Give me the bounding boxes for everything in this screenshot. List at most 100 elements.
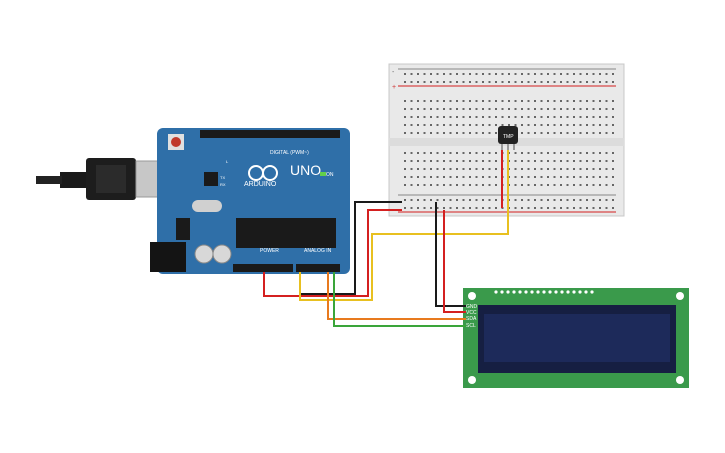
breadboard-hole[interactable] (612, 152, 614, 154)
breadboard-hole[interactable] (430, 108, 432, 110)
breadboard-hole[interactable] (456, 176, 458, 178)
breadboard-hole[interactable] (579, 168, 582, 170)
breadboard-hole[interactable] (612, 168, 614, 170)
breadboard-hole[interactable] (560, 199, 562, 201)
breadboard-hole[interactable] (443, 132, 445, 134)
breadboard-hole[interactable] (566, 184, 569, 186)
breadboard-hole[interactable] (566, 81, 569, 83)
breadboard-hole[interactable] (443, 124, 445, 126)
breadboard-hole[interactable] (534, 100, 536, 102)
breadboard-hole[interactable] (488, 132, 491, 134)
breadboard-hole[interactable] (592, 116, 595, 118)
breadboard-hole[interactable] (475, 199, 478, 201)
breadboard-hole[interactable] (501, 100, 504, 102)
breadboard-hole[interactable] (482, 100, 484, 102)
breadboard-hole[interactable] (482, 132, 484, 134)
breadboard-hole[interactable] (404, 152, 406, 154)
breadboard-hole[interactable] (475, 100, 478, 102)
breadboard-hole[interactable] (599, 207, 601, 209)
breadboard-hole[interactable] (462, 199, 465, 201)
breadboard-hole[interactable] (417, 176, 419, 178)
breadboard-hole[interactable] (592, 152, 595, 154)
breadboard-hole[interactable] (553, 124, 556, 126)
breadboard-hole[interactable] (501, 81, 504, 83)
breadboard-hole[interactable] (404, 81, 406, 83)
breadboard-hole[interactable] (482, 108, 484, 110)
breadboard-hole[interactable] (430, 100, 432, 102)
breadboard-hole[interactable] (566, 152, 569, 154)
breadboard-hole[interactable] (573, 152, 575, 154)
breadboard-hole[interactable] (462, 207, 465, 209)
breadboard-hole[interactable] (436, 108, 439, 110)
breadboard-hole[interactable] (586, 176, 588, 178)
breadboard-hole[interactable] (488, 207, 491, 209)
breadboard-hole[interactable] (488, 108, 491, 110)
breadboard-hole[interactable] (475, 124, 478, 126)
wires[interactable] (263, 150, 509, 327)
breadboard-hole[interactable] (488, 124, 491, 126)
breadboard-hole[interactable] (599, 168, 601, 170)
breadboard-hole[interactable] (605, 116, 608, 118)
breadboard-hole[interactable] (430, 184, 432, 186)
breadboard-hole[interactable] (443, 81, 445, 83)
breadboard-hole[interactable] (573, 81, 575, 83)
breadboard-hole[interactable] (605, 73, 608, 75)
breadboard-hole[interactable] (404, 176, 406, 178)
breadboard-hole[interactable] (449, 152, 452, 154)
breadboard-hole[interactable] (410, 152, 413, 154)
breadboard-hole[interactable] (469, 124, 471, 126)
breadboard-hole[interactable] (534, 108, 536, 110)
breadboard-hole[interactable] (566, 116, 569, 118)
breadboard-hole[interactable] (586, 184, 588, 186)
breadboard-hole[interactable] (495, 81, 497, 83)
breadboard-hole[interactable] (553, 152, 556, 154)
breadboard-hole[interactable] (443, 152, 445, 154)
breadboard-hole[interactable] (462, 160, 465, 162)
breadboard-hole[interactable] (560, 176, 562, 178)
breadboard-hole[interactable] (534, 124, 536, 126)
breadboard-hole[interactable] (527, 207, 530, 209)
breadboard-hole[interactable] (573, 199, 575, 201)
breadboard-hole[interactable] (521, 108, 523, 110)
breadboard-hole[interactable] (456, 168, 458, 170)
breadboard-hole[interactable] (573, 108, 575, 110)
breadboard-hole[interactable] (488, 176, 491, 178)
breadboard-hole[interactable] (527, 81, 530, 83)
breadboard-hole[interactable] (449, 199, 452, 201)
breadboard-hole[interactable] (436, 199, 439, 201)
breadboard-hole[interactable] (423, 100, 426, 102)
breadboard-hole[interactable] (462, 132, 465, 134)
breadboard-hole[interactable] (436, 207, 439, 209)
breadboard-hole[interactable] (566, 73, 569, 75)
breadboard-hole[interactable] (592, 207, 595, 209)
breadboard-hole[interactable] (495, 132, 497, 134)
breadboard-hole[interactable] (553, 132, 556, 134)
breadboard-hole[interactable] (430, 199, 432, 201)
breadboard-hole[interactable] (423, 73, 426, 75)
breadboard-hole[interactable] (586, 100, 588, 102)
wire-green-a5-lcd-scl[interactable] (333, 272, 466, 327)
breadboard-hole[interactable] (560, 168, 562, 170)
breadboard-hole[interactable] (443, 199, 445, 201)
breadboard-hole[interactable] (592, 176, 595, 178)
breadboard-hole[interactable] (553, 81, 556, 83)
digital-header[interactable] (200, 130, 340, 138)
breadboard-hole[interactable] (423, 132, 426, 134)
breadboard-hole[interactable] (586, 124, 588, 126)
breadboard-hole[interactable] (514, 176, 517, 178)
breadboard-hole[interactable] (417, 73, 419, 75)
breadboard-hole[interactable] (547, 160, 549, 162)
breadboard-hole[interactable] (514, 207, 517, 209)
breadboard-hole[interactable] (521, 152, 523, 154)
breadboard-hole[interactable] (527, 124, 530, 126)
breadboard-hole[interactable] (566, 124, 569, 126)
breadboard-hole[interactable] (482, 124, 484, 126)
breadboard-hole[interactable] (469, 152, 471, 154)
breadboard-hole[interactable] (462, 100, 465, 102)
breadboard-hole[interactable] (462, 116, 465, 118)
breadboard-hole[interactable] (469, 132, 471, 134)
breadboard-hole[interactable] (612, 124, 614, 126)
breadboard-hole[interactable] (527, 152, 530, 154)
breadboard-hole[interactable] (586, 108, 588, 110)
